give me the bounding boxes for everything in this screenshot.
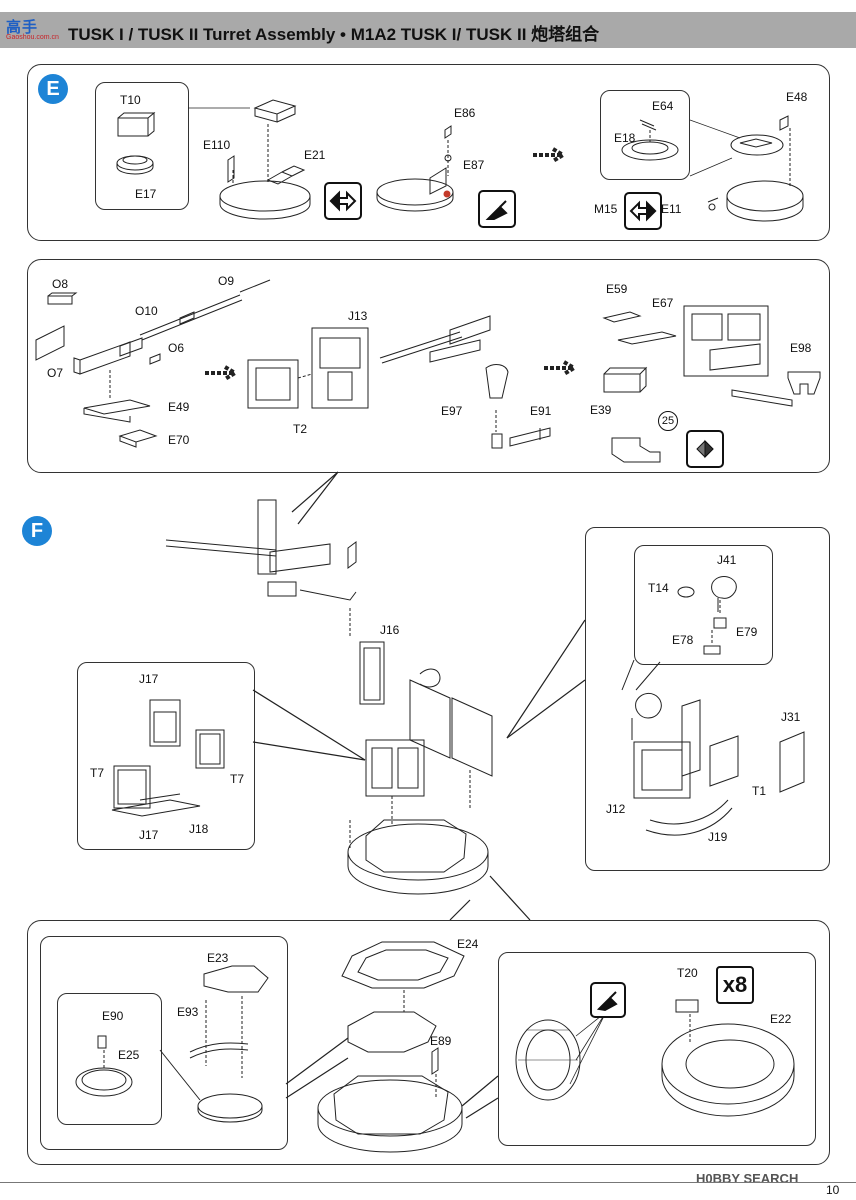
step-e-subassembly-box (95, 82, 189, 210)
part-label: M15 (594, 202, 618, 216)
part-label: E70 (168, 433, 190, 447)
part-label: E64 (652, 99, 674, 113)
part-label: E98 (790, 341, 812, 355)
part-label: J31 (781, 710, 801, 724)
paint-shade-icon (686, 430, 724, 468)
direction-arrows-icon (324, 182, 362, 220)
part-label: J18 (189, 822, 209, 836)
watermark-logo: 高手 Gaoshou.com.cn (4, 16, 68, 46)
step-f-drawing (0, 0, 856, 920)
step-e-detail-box (600, 90, 690, 180)
part-label: E59 (606, 282, 628, 296)
part-label: T14 (648, 581, 669, 595)
part-label: E89 (430, 1034, 452, 1048)
part-label: J17 (139, 672, 159, 686)
part-label: E25 (118, 1048, 140, 1062)
multiplier-text: x8 (722, 972, 748, 997)
part-label: E86 (454, 106, 476, 120)
part-label: E39 (590, 403, 612, 417)
part-label: E17 (135, 187, 157, 201)
watermark-text: 高手 (6, 19, 39, 36)
part-label: O6 (168, 341, 185, 355)
part-label: E24 (457, 937, 479, 951)
step-f2-drawing (0, 0, 856, 1170)
part-label: E48 (786, 90, 808, 104)
part-label: E67 (652, 296, 674, 310)
part-label: E91 (530, 404, 552, 418)
part-label: E18 (614, 131, 636, 145)
step-f2-inner-box (57, 993, 162, 1125)
part-label: E78 (672, 633, 694, 647)
footer-watermark: H0BBY SEARCH (696, 1171, 799, 1186)
step-f-badge: F (22, 516, 52, 546)
step-f2-right-box (498, 952, 816, 1146)
part-label: E79 (736, 625, 758, 639)
part-label: O9 (218, 274, 235, 288)
part-label: E90 (102, 1009, 124, 1023)
part-label: E93 (177, 1005, 199, 1019)
step-e-drawing (0, 0, 856, 250)
part-label: T2 (293, 422, 308, 436)
header-bar: 高手 Gaoshou.com.cn TUSK I / TUSK II Turre… (0, 12, 856, 48)
step-e2-drawing (0, 0, 856, 480)
step-f-inner-callout (634, 545, 773, 665)
part-label: E21 (304, 148, 326, 162)
part-label: O8 (52, 277, 69, 291)
part-label: T1 (752, 784, 767, 798)
part-label: J16 (380, 623, 400, 637)
part-label: E87 (463, 158, 485, 172)
part-label: T20 (677, 966, 698, 980)
hobby-knife-icon (478, 190, 516, 228)
part-label: T7 (90, 766, 105, 780)
step-e-badge: E (38, 74, 68, 104)
part-label: T10 (120, 93, 141, 107)
page-number: 10 (826, 1183, 840, 1197)
direction-arrows-icon (624, 192, 662, 230)
part-label: J17 (139, 828, 159, 842)
watermark-subtext: Gaoshou.com.cn (6, 34, 59, 41)
part-label: J13 (348, 309, 368, 323)
page-title: TUSK I / TUSK II Turret Assembly • M1A2 … (68, 25, 600, 44)
part-label: O7 (47, 366, 64, 380)
part-label: E97 (441, 404, 463, 418)
callout-number: 25 (658, 411, 678, 431)
part-label: O10 (135, 304, 158, 318)
part-label: E23 (207, 951, 229, 965)
part-label: E110 (203, 138, 231, 152)
quantity-multiplier: x8 (716, 966, 754, 1004)
part-label: J19 (708, 830, 728, 844)
part-label: E11 (661, 202, 682, 216)
hobby-knife-icon (590, 982, 626, 1018)
part-label: E49 (168, 400, 190, 414)
part-label: E22 (770, 1012, 792, 1026)
part-label: J41 (717, 553, 737, 567)
footer-divider (0, 1182, 856, 1183)
part-label: J12 (606, 802, 626, 816)
step-f-left-callout (77, 662, 255, 850)
part-label: T7 (230, 772, 245, 786)
